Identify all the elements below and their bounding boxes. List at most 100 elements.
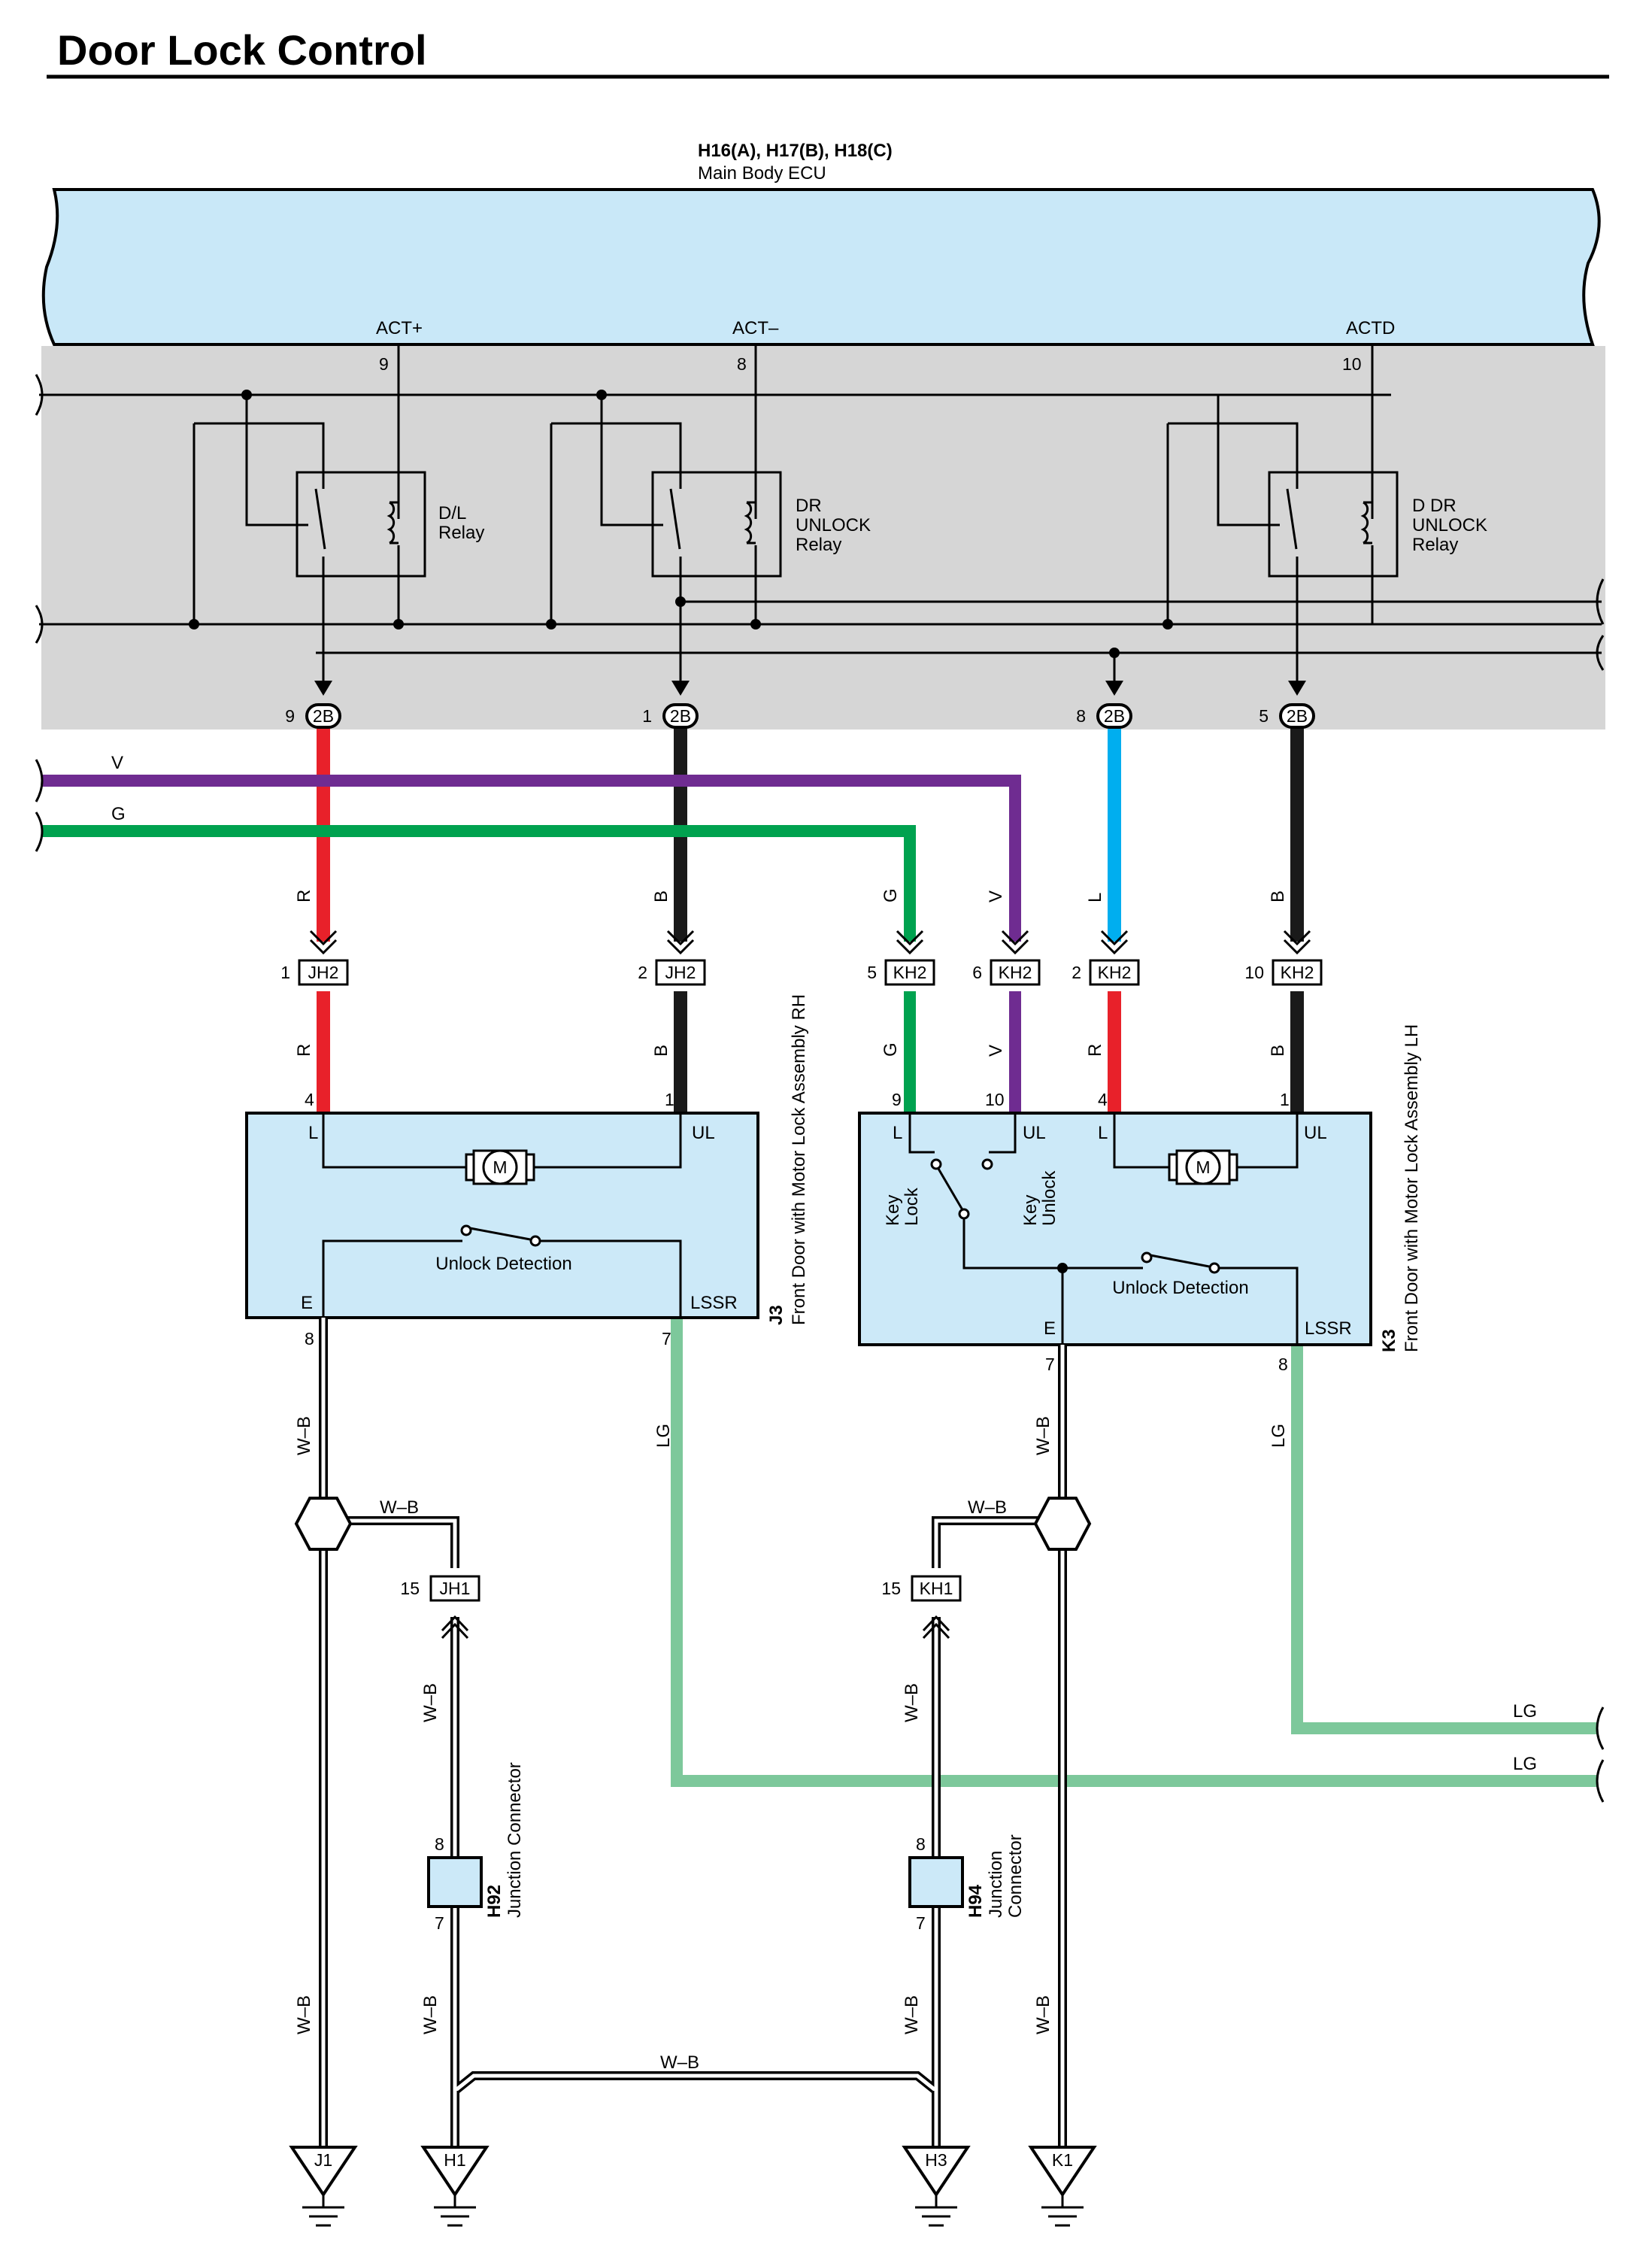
svg-text:W–B: W–B	[902, 1683, 922, 1722]
connector-2b-3: 2B 8	[1076, 703, 1132, 729]
lower-wire-labels: R B G V R B	[294, 1042, 1288, 1057]
ecu-name: Main Body ECU	[698, 163, 826, 184]
svg-text:Relay: Relay	[796, 535, 841, 555]
svg-text:1: 1	[665, 1090, 674, 1109]
svg-text:E: E	[301, 1293, 313, 1313]
ground-wire-labels: W–B W–B W–B W–B W–B W–B W–B W–B W–B W–B …	[294, 1416, 1537, 2073]
svg-text:R: R	[294, 890, 314, 903]
svg-text:V: V	[986, 1045, 1006, 1057]
svg-text:B: B	[1268, 1045, 1288, 1057]
svg-text:9: 9	[285, 706, 295, 726]
svg-text:8: 8	[435, 1834, 444, 1854]
svg-text:8: 8	[916, 1834, 926, 1854]
svg-text:8: 8	[305, 1329, 314, 1348]
svg-text:1: 1	[642, 706, 652, 726]
svg-text:G: G	[881, 1042, 901, 1057]
svg-text:KH2: KH2	[893, 963, 927, 982]
ecu-junction-dots	[189, 390, 1173, 658]
svg-text:UL: UL	[1304, 1123, 1327, 1143]
ecu-pin-num-actd: 10	[1342, 354, 1362, 374]
svg-text:H3: H3	[925, 2150, 947, 2170]
svg-text:LG: LG	[1513, 1754, 1537, 1774]
svg-text:10: 10	[985, 1090, 1005, 1109]
svg-text:5: 5	[1259, 706, 1269, 726]
svg-text:LSSR: LSSR	[1305, 1318, 1352, 1339]
svg-text:LSSR: LSSR	[690, 1293, 738, 1313]
k3-code: K3	[1379, 1329, 1399, 1352]
svg-text:Junction: Junction	[986, 1851, 1006, 1918]
junction-kh2-6: KH2 6	[972, 959, 1041, 986]
ground-h3: H3	[902, 2146, 971, 2227]
k3-key-lock-1: Key	[883, 1195, 903, 1226]
ground-wiring	[294, 1318, 1092, 2147]
svg-text:8: 8	[1076, 706, 1086, 726]
svg-text:UNLOCK: UNLOCK	[1412, 515, 1487, 535]
j3-name: Front Door with Motor Lock Assembly RH	[789, 994, 809, 1325]
svg-text:5: 5	[867, 963, 877, 982]
svg-text:Connector: Connector	[1005, 1834, 1026, 1918]
svg-text:DR: DR	[796, 496, 822, 516]
svg-text:7: 7	[435, 1913, 444, 1933]
ecu-pin-num-act-plus: 9	[379, 354, 389, 374]
svg-text:L: L	[1098, 1123, 1108, 1143]
wire-label-v: V	[111, 753, 123, 773]
svg-text:JH2: JH2	[665, 963, 696, 982]
svg-text:K1: K1	[1052, 2150, 1073, 2170]
svg-text:7: 7	[662, 1329, 671, 1348]
svg-text:E: E	[1044, 1318, 1056, 1339]
svg-text:7: 7	[1045, 1355, 1055, 1374]
svg-text:Relay: Relay	[1412, 535, 1458, 555]
svg-text:KH2: KH2	[1281, 963, 1314, 982]
svg-text:KH2: KH2	[999, 963, 1032, 982]
k3-key-lock-2: Lock	[902, 1187, 922, 1226]
svg-text:J1: J1	[314, 2150, 332, 2170]
svg-text:2: 2	[1072, 963, 1081, 982]
junction-kh2-2: KH2 2	[1072, 959, 1140, 986]
svg-text:H1: H1	[444, 2150, 465, 2170]
svg-text:R: R	[1085, 1044, 1105, 1057]
svg-text:2B: 2B	[1104, 706, 1125, 726]
svg-text:W–B: W–B	[294, 1995, 314, 2034]
svg-text:7: 7	[916, 1913, 926, 1933]
k3-switch-label: Unlock Detection	[1112, 1278, 1248, 1298]
svg-text:W–B: W–B	[1033, 1995, 1053, 2034]
svg-text:W–B: W–B	[660, 2052, 699, 2073]
svg-text:W–B: W–B	[420, 1995, 441, 2034]
svg-text:V: V	[986, 890, 1006, 903]
svg-text:LG: LG	[1269, 1424, 1289, 1448]
svg-text:LG: LG	[653, 1424, 674, 1448]
svg-text:B: B	[1268, 890, 1288, 903]
k3-motor-label: M	[1196, 1157, 1210, 1177]
svg-text:2B: 2B	[670, 706, 691, 726]
svg-text:1: 1	[1280, 1090, 1290, 1109]
svg-text:15: 15	[881, 1579, 901, 1598]
svg-text:8: 8	[1278, 1355, 1288, 1374]
svg-text:10: 10	[1244, 963, 1264, 982]
svg-text:1: 1	[280, 963, 290, 982]
ground-k1: K1	[1028, 2146, 1097, 2227]
relay-dr-unlock-label: DR UNLOCK Relay	[796, 496, 871, 555]
k3-key-unlock-1: Key	[1020, 1195, 1041, 1226]
svg-text:Relay: Relay	[438, 523, 484, 543]
ecu-internal-area	[41, 346, 1605, 730]
ecu-pin-num-act-minus: 8	[737, 354, 747, 374]
relay-d-dr-unlock-label: D DR UNLOCK Relay	[1412, 496, 1487, 555]
svg-text:UL: UL	[692, 1123, 715, 1143]
junction-kh2-5: KH2 5	[867, 959, 935, 986]
component-k3: M Unlock Detection Key Lock Key Unlock L…	[858, 1024, 1422, 1374]
junction-connector-h94: 8 7 H94 Junction Connector	[908, 1834, 1026, 1933]
junction-chevrons	[309, 930, 1311, 955]
svg-text:D/L: D/L	[438, 503, 466, 523]
svg-text:JH2: JH2	[308, 963, 339, 982]
svg-text:15: 15	[400, 1579, 420, 1598]
svg-text:4: 4	[305, 1090, 314, 1109]
j3-switch-label: Unlock Detection	[435, 1254, 571, 1274]
svg-text:D DR: D DR	[1412, 496, 1456, 516]
upper-wire-labels: R B G V L B	[294, 888, 1288, 903]
j3-motor-label: M	[493, 1157, 507, 1177]
ground-h1: H1	[420, 2146, 490, 2227]
junction-jh2-1: JH2 1	[280, 959, 349, 986]
svg-text:4: 4	[1098, 1090, 1108, 1109]
